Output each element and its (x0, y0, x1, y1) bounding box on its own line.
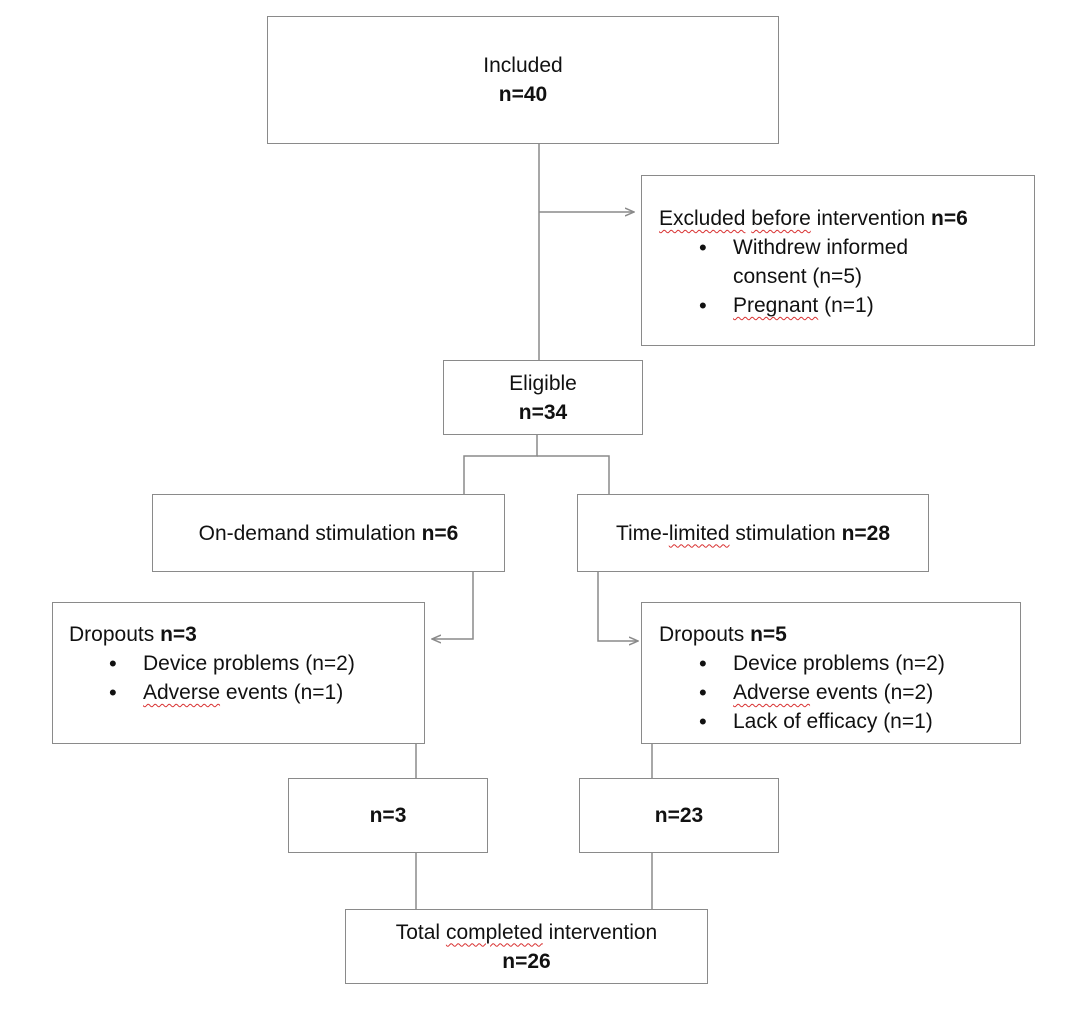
eligible-label: Eligible (509, 371, 577, 395)
completed-left-box: n=3 (288, 778, 488, 853)
connector-eligible-split (463, 435, 538, 494)
dropouts-left-box: Dropouts n=3 Device problems (n=2) Adver… (52, 602, 425, 744)
time-limited-count: n=28 (841, 521, 891, 545)
excluded-count: n=6 (931, 207, 968, 230)
excluded-title: Excluded before intervention n=6 (659, 207, 968, 230)
dropouts-left-label: Dropouts (69, 623, 155, 646)
arrow-to-dropouts-left (432, 568, 474, 639)
total-label: Total completed intervention (395, 920, 658, 944)
on-demand-count: n=6 (421, 521, 459, 545)
on-demand-label: On-demand stimulation (198, 521, 416, 545)
completed-left-count: n=3 (369, 804, 407, 827)
included-count: n=40 (498, 83, 548, 106)
dropouts-left-count: n=3 (160, 623, 197, 646)
eligible-box: Eligible n=34 (443, 360, 643, 435)
eligible-count: n=34 (518, 400, 568, 424)
excluded-box: Excluded before intervention n=6 Withdre… (641, 175, 1035, 346)
included-label: Included (483, 54, 563, 77)
time-limited-label: Time-limited stimulation (615, 521, 836, 545)
completed-right-box: n=23 (579, 778, 779, 853)
dropouts-right-box: Dropouts n=5 Device problems (n=2) Adver… (641, 602, 1021, 744)
dropouts-left-reasons: Device problems (n=2) Adverse events (n=… (107, 649, 424, 707)
list-item: Adverse events (n=1) (107, 678, 424, 707)
dropouts-right-count: n=5 (750, 623, 787, 646)
dropouts-right-label: Dropouts (659, 623, 745, 646)
list-item: Pregnant (n=1) (697, 291, 1034, 320)
time-limited-box: Time-limited stimulation n=28 (577, 494, 929, 572)
total-box: Total completed intervention n=26 (345, 909, 708, 984)
list-item: Lack of efficacy (n=1) (697, 707, 1020, 736)
included-box: Included n=40 (267, 16, 779, 144)
connector-eligible-right (537, 455, 610, 494)
arrow-to-dropouts-right (597, 572, 638, 641)
list-item: Adverse events (n=2) (697, 678, 1020, 707)
list-item: Device problems (n=2) (107, 649, 424, 678)
completed-right-count: n=23 (654, 804, 704, 827)
dropouts-right-reasons: Device problems (n=2) Adverse events (n=… (697, 649, 1020, 736)
total-count: n=26 (502, 949, 551, 973)
on-demand-box: On-demand stimulation n=6 (152, 494, 505, 572)
list-item: Device problems (n=2) (697, 649, 1020, 678)
